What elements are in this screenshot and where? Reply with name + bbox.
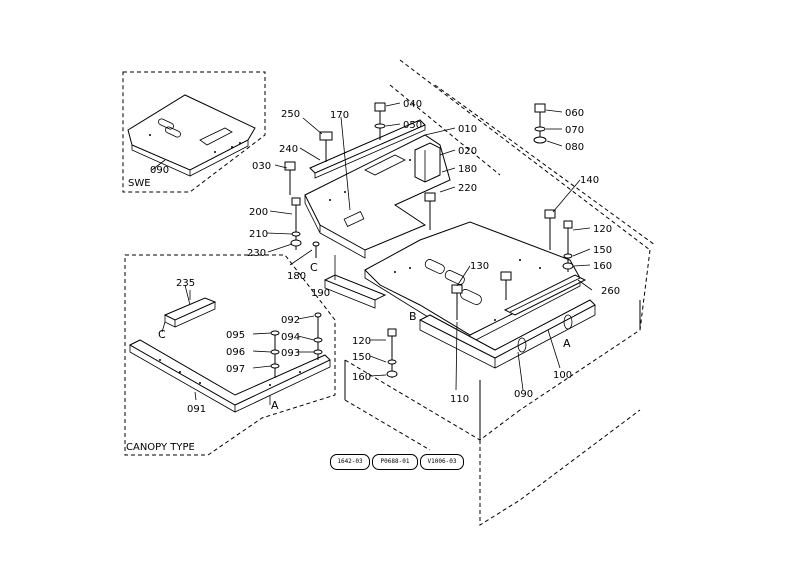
callout-170: 170 [330,110,349,121]
letter-a-canopy: A [271,399,279,412]
callout-180-left: 180 [287,271,306,282]
callout-091: 091 [187,404,206,415]
callout-060: 060 [565,108,584,119]
callout-130: 130 [470,261,489,272]
callout-labels: 010 020 030 040 050 060 070 080 090 090 … [150,99,620,415]
side-skirt [323,255,387,309]
callout-220: 220 [458,183,477,194]
callout-160-left: 160 [352,372,371,383]
callout-120-right: 120 [593,224,612,235]
reference-code-2: P0688-01 [372,454,418,470]
callout-070: 070 [565,125,584,136]
letter-c-main: C [310,261,318,274]
callout-160-right: 160 [593,261,612,272]
canopy-inset [124,254,336,456]
callout-020: 020 [458,146,477,157]
callout-094: 094 [281,332,300,343]
callout-150-right: 150 [593,245,612,256]
callout-095: 095 [226,330,245,341]
reference-letters: A A B C C [158,261,571,412]
callout-097: 097 [226,364,245,375]
callout-090-swe: 090 [150,165,169,176]
front-skirt [418,299,596,369]
callout-096: 096 [226,347,245,358]
callout-260: 260 [601,286,620,297]
callout-230: 230 [247,248,266,259]
callout-250: 250 [281,109,300,120]
canopy-inset-label: CANOPY TYPE [126,442,195,453]
callout-100: 100 [553,370,572,381]
callout-093: 093 [281,348,300,359]
callout-235: 235 [176,278,195,289]
swe-inset-label: SWE [128,178,151,189]
callout-080: 080 [565,142,584,153]
callout-140: 140 [580,175,599,186]
letter-c-canopy: C [158,328,166,341]
callout-050: 050 [403,120,422,131]
rail-260 [503,274,587,316]
bracket-020 [414,142,441,183]
letter-b: B [409,310,417,323]
callout-200: 200 [249,207,268,218]
callout-030: 030 [252,161,271,172]
fasteners [284,102,574,378]
callout-092: 092 [281,315,300,326]
callout-110: 110 [450,394,469,405]
callout-090: 090 [514,389,533,400]
callout-150-left: 150 [352,352,371,363]
callout-210: 210 [249,229,268,240]
bar-240 [309,119,426,179]
callout-040: 040 [403,99,422,110]
reference-code-3: V1006-03 [420,454,464,470]
callout-010: 010 [458,124,477,135]
reference-code-1: 1642-03 [330,454,370,470]
callout-120-left: 120 [352,336,371,347]
callout-240: 240 [279,144,298,155]
swe-inset [122,71,266,193]
callout-190: 190 [311,288,330,299]
callout-180-top: 180 [458,164,477,175]
top-plate [304,134,451,259]
letter-a-right: A [563,337,571,350]
leader-lines [189,102,593,401]
